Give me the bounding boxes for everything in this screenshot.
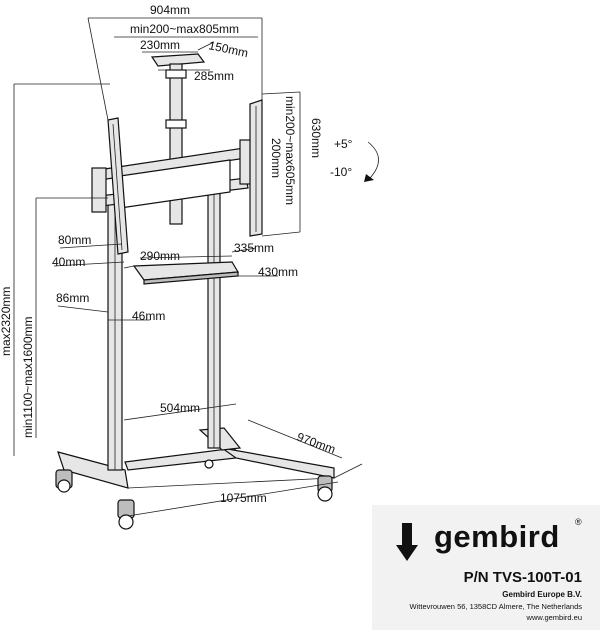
shelf-width-label: 290mm — [140, 249, 180, 263]
shelf-offset-label: 80mm — [58, 233, 91, 247]
stand-drawing — [55, 53, 335, 530]
max-height-label: max2320mm — [0, 287, 13, 356]
brand-panel: gembird ® P/N TVS-100T-01 Gembird Europe… — [372, 505, 600, 630]
bracket-min-label: 200mm — [269, 138, 283, 178]
stand-base — [55, 427, 335, 530]
company-name: Gembird Europe B.V. — [502, 590, 582, 599]
left-bracket — [107, 117, 129, 255]
caster-front-left — [55, 469, 73, 493]
company-website: www.gembird.eu — [526, 613, 582, 622]
top-plate-width-label: 230mm — [140, 38, 180, 52]
shelf-depth-label: 335mm — [234, 241, 274, 255]
base-width-label: 1075mm — [220, 491, 267, 505]
caster-front-right — [117, 499, 135, 530]
inner-base-width-label: 504mm — [160, 401, 200, 415]
overall-width-label: 904mm — [150, 3, 190, 17]
base-depth-label: 970mm — [295, 430, 337, 457]
part-number: P/N TVS-100T-01 — [463, 569, 582, 586]
tilt-down-label: -10° — [330, 165, 352, 179]
column-depth-label: 86mm — [56, 291, 89, 305]
dimension-lines — [13, 17, 379, 517]
top-plate-depth-label: 150mm — [207, 38, 249, 60]
height-range-label: min1100~max1600mm — [21, 316, 35, 438]
tilt-up-label: +5° — [334, 137, 353, 151]
bracket-height-label: 630mm — [309, 118, 323, 158]
shelf-length-label: 430mm — [258, 265, 298, 279]
vesa-range-label: min200~max805mm — [130, 22, 239, 36]
top-plate-bottom-label: 285mm — [194, 69, 234, 83]
caster-back-right — [317, 475, 333, 502]
brand-name: gembird — [434, 519, 560, 554]
mounting-frame — [91, 139, 253, 213]
right-bracket — [249, 99, 263, 237]
shelf-thickness-label: 40mm — [52, 255, 85, 269]
column-width-label: 46mm — [132, 309, 165, 323]
registered-mark: ® — [575, 517, 582, 527]
stand-columns — [107, 185, 221, 471]
bracket-vesa-range-label: min200~max605mm — [283, 96, 297, 205]
company-address: Wittevrouwen 56, 1358CD Almere, The Neth… — [409, 602, 582, 611]
gembird-logo-icon — [396, 523, 418, 561]
stand-shelf — [123, 261, 240, 285]
